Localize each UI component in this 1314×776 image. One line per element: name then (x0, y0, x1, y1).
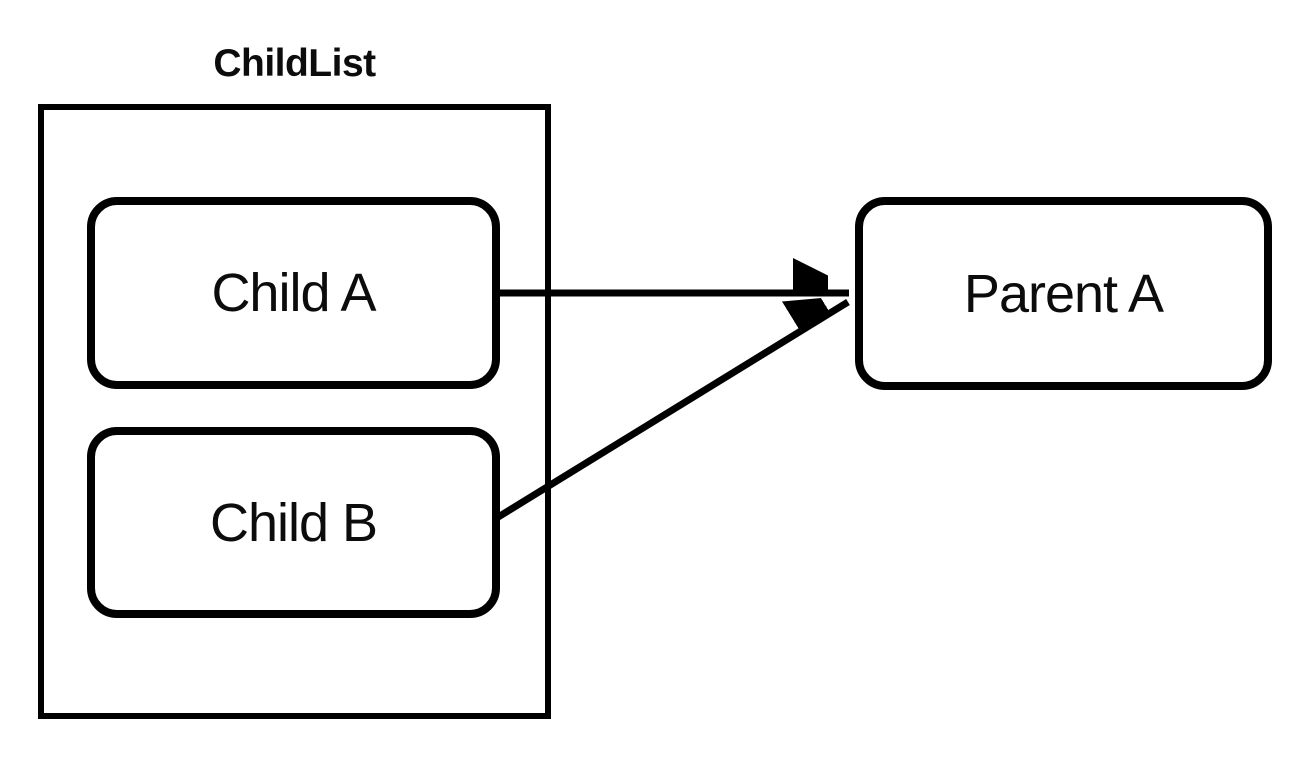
node-parent-a-label: Parent A (963, 263, 1164, 324)
node-parent-a: Parent A (855, 197, 1272, 390)
node-child-a-label: Child A (211, 263, 376, 323)
childlist-group-title: ChildList (213, 42, 376, 85)
node-child-b-label: Child B (209, 492, 378, 553)
node-child-a: Child A (87, 197, 500, 389)
node-child-b: Child B (87, 427, 500, 618)
